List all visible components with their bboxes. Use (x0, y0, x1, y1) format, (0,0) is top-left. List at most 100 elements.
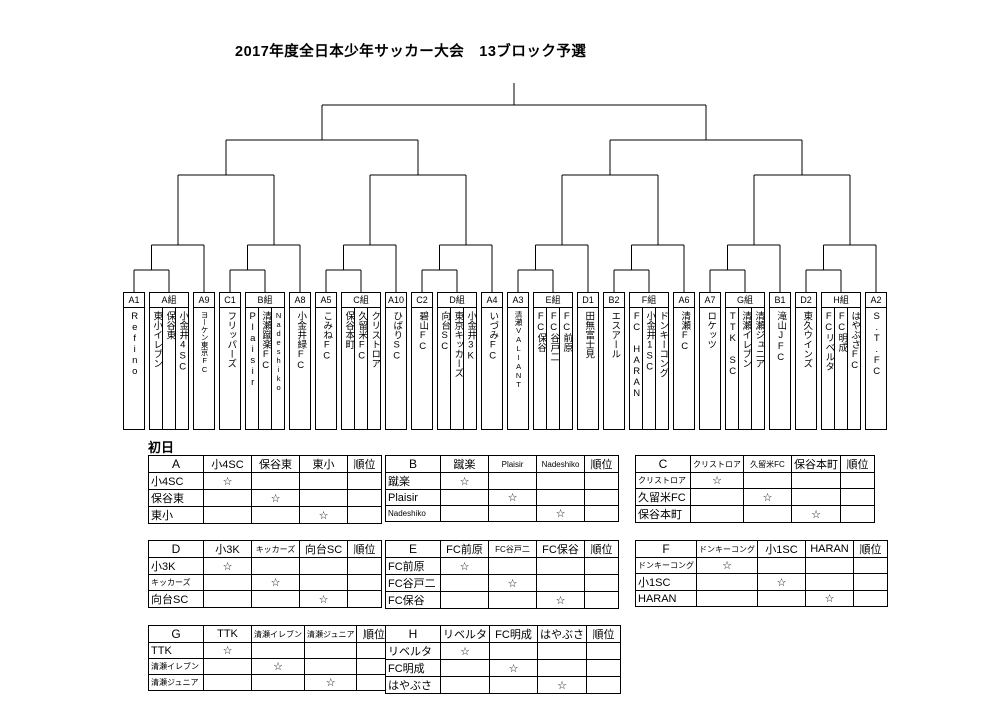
bracket-team-columns: 滝山JFC (770, 308, 790, 429)
bracket-team-name: はやぶさFC (849, 311, 860, 371)
bracket-team-cell: 保谷本町 (342, 308, 354, 429)
bracket-seed-label: G組 (726, 293, 764, 308)
self-match-cell: ☆ (488, 489, 537, 506)
result-cell (251, 674, 305, 691)
row-label-team: 東小 (148, 506, 204, 524)
row-label-team: FC明成 (385, 659, 441, 677)
column-header-rank: 順位 (584, 540, 619, 558)
bracket-team-cell: ヨーケン東京FC (194, 308, 214, 429)
bracket-team-cell: 清瀬ジュニア (751, 308, 764, 429)
bracket-seed-label: C2 (412, 293, 432, 308)
rank-cell (840, 472, 875, 489)
result-cell (203, 590, 252, 608)
column-header-team: Nadeshiko (536, 455, 585, 473)
bracket-team-cell: 田無富士見 (578, 308, 598, 429)
result-cell (440, 659, 490, 677)
column-header-rank: 順位 (356, 625, 392, 643)
bracket-team-columns: フリッパーズ (220, 308, 240, 429)
row-label-team: キッカーズ (148, 574, 204, 591)
bracket-team-name: 碧山FC (417, 311, 429, 352)
group-letter: B (385, 455, 441, 473)
row-label-team: FC前原 (385, 557, 441, 575)
bracket-team-cell: 東京キッカーズ (450, 308, 463, 429)
self-match-cell: ☆ (791, 505, 841, 523)
row-label-team: 小4SC (148, 472, 204, 490)
bracket-team-name: 東京キッカーズ (452, 311, 463, 378)
bracket-team-name: 小金井3K (465, 311, 476, 362)
result-cell (203, 574, 252, 591)
bracket-team-columns: ヨーケン東京FC (194, 308, 214, 429)
result-cell (251, 642, 305, 659)
self-match-cell: ☆ (251, 574, 300, 591)
bracket-team-name: TTK SC (727, 311, 738, 377)
result-cell (696, 590, 758, 607)
bracket-team-name: FC谷戸二 (548, 311, 559, 362)
bracket-seed-label: A10 (386, 293, 406, 308)
row-label-team: Plaisir (385, 489, 441, 506)
bracket-team-cell: TTK SC (726, 308, 738, 429)
column-header-team: 小1SC (757, 540, 806, 558)
bracket-team-name: クリストロア (369, 311, 380, 368)
column-header-team: 保谷本町 (791, 455, 841, 473)
result-cell (536, 574, 585, 592)
self-match-cell: ☆ (536, 505, 585, 522)
bracket-team-name: 東久ウインズ (801, 311, 813, 368)
bracket-team-name: 滝山JFC (775, 311, 787, 363)
bracket-team-name: 清瀬FC (679, 311, 691, 352)
row-label-team: HARAN (635, 590, 697, 607)
rank-cell (586, 659, 621, 677)
self-match-cell: ☆ (488, 574, 537, 592)
row-label-team: リベルタ (385, 642, 441, 660)
result-cell (440, 574, 489, 592)
bracket-team-name: ドンキーコング (657, 311, 668, 378)
bracket-seed-label: H組 (822, 293, 860, 308)
bracket-team-name: FCリベルタ (823, 311, 834, 371)
rank-cell (853, 557, 888, 574)
row-label-team: 保谷本町 (635, 505, 691, 523)
rank-cell (347, 574, 382, 591)
rank-cell (347, 489, 382, 507)
bracket-seed-label: A9 (194, 293, 214, 308)
bracket-team-cell: 東小イレブン (150, 308, 162, 429)
rank-cell (853, 590, 888, 607)
column-header-rank: 順位 (347, 455, 382, 473)
bracket-team-cell: 碧山FC (412, 308, 432, 429)
self-match-cell: ☆ (203, 557, 252, 575)
column-header-team: TTK (203, 625, 252, 643)
result-cell (489, 676, 538, 694)
column-header-team: Plaisir (488, 455, 537, 473)
self-match-cell: ☆ (299, 506, 348, 524)
column-header-team: 小4SC (203, 455, 252, 473)
bracket-team-cell: FC前原 (559, 308, 572, 429)
column-header-team: 向台SC (299, 540, 348, 558)
result-cell (791, 472, 841, 489)
bracket-team-name: 清瀬VALIANT (514, 311, 524, 389)
rank-cell (586, 676, 621, 694)
result-cell (536, 557, 585, 575)
bracket-team-name: 清瀬イレブン (740, 311, 751, 368)
rank-cell (853, 573, 888, 591)
self-match-cell: ☆ (440, 557, 489, 575)
result-cell (537, 659, 587, 677)
bracket-team-cell: ドンキーコング (655, 308, 668, 429)
bracket-team-name: 小金井1SC (644, 311, 655, 373)
bracket-team-name: 保谷東 (164, 311, 175, 340)
result-cell (251, 472, 300, 490)
bracket-team-columns: こみねFC (316, 308, 336, 429)
self-match-cell: ☆ (743, 488, 792, 506)
bracket-team-cell: 清瀬蹴楽FC (258, 308, 271, 429)
self-match-cell: ☆ (251, 658, 305, 675)
bracket-team-name: FC HARAN (631, 311, 642, 399)
row-label-team: 久留米FC (635, 488, 691, 506)
result-cell (743, 505, 792, 523)
bracket-team-cell: 小金井緑FC (290, 308, 310, 429)
bracket-connector-path (133, 83, 877, 292)
rank-cell (347, 590, 382, 608)
result-cell (299, 472, 348, 490)
